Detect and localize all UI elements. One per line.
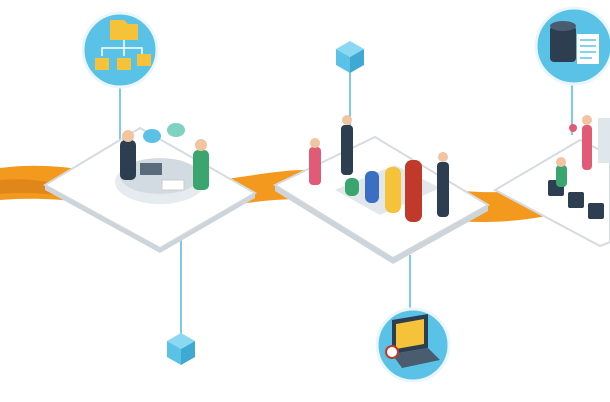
speech-bubble-icon — [143, 129, 161, 143]
person-icon — [341, 125, 353, 175]
person-icon — [193, 150, 209, 190]
bar — [365, 171, 379, 203]
chair — [588, 203, 604, 219]
org-chart-icon — [81, 11, 159, 89]
cube-icon — [336, 41, 364, 73]
bar — [345, 178, 359, 196]
bar — [385, 167, 401, 213]
person-icon — [309, 147, 321, 185]
cube-icon — [167, 333, 195, 365]
platform-meeting — [42, 123, 258, 253]
platform-audience — [492, 115, 610, 248]
speech-bubble-icon — [167, 123, 185, 137]
bar — [405, 160, 422, 222]
database-document-icon — [534, 6, 610, 86]
person-icon — [437, 162, 449, 217]
person-icon — [582, 125, 592, 170]
laptop-calendar-icon — [375, 307, 451, 383]
person-icon — [556, 165, 567, 187]
chair — [568, 192, 584, 208]
platform-chart — [272, 115, 490, 264]
person-icon — [120, 140, 136, 180]
